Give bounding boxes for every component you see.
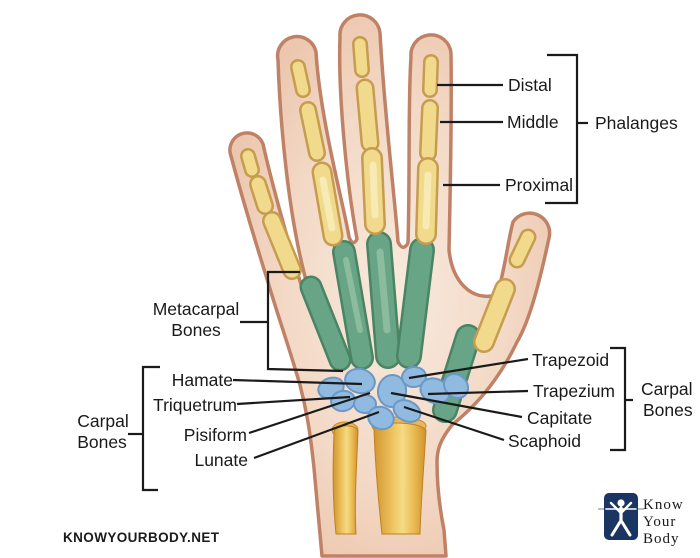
labels: Distal Middle Proximal Phalanges Metacar… — [77, 75, 693, 470]
label-pisiform: Pisiform — [184, 425, 247, 445]
label-triquetrum: Triquetrum — [153, 395, 237, 415]
leader-line-trapezoid — [408, 357, 529, 380]
pinky-middle-phalanx — [251, 177, 272, 213]
metacarpal-pinky — [302, 278, 349, 369]
logo-text-line3: Body — [643, 531, 680, 547]
watermark-text: KNOWYOURBODY.NET — [63, 530, 220, 545]
leader-line-scaphoid — [403, 405, 505, 442]
label-middle: Middle — [507, 112, 559, 132]
logo: Know Your Body — [598, 493, 684, 547]
label-phalanges: Phalanges — [595, 113, 678, 133]
lunate-bone — [367, 405, 395, 431]
leader-line-lunate — [253, 410, 380, 460]
label-carpal-right-line2: Bones — [643, 400, 693, 420]
metacarpal-highlight — [376, 248, 391, 334]
radius-bone — [332, 425, 359, 535]
thumb-proximal-phalanx — [475, 280, 514, 351]
label-metacarpal-line1: Metacarpal — [153, 299, 240, 319]
metacarpal-index — [398, 239, 433, 367]
middle-distal-phalanx — [354, 38, 368, 76]
phalanx-highlight — [319, 176, 336, 232]
bracket-metacarpal — [266, 270, 344, 373]
phalanges-bones-group — [240, 36, 537, 353]
leader-line-trapezium — [427, 389, 529, 396]
human-figure-icon — [605, 499, 637, 537]
label-carpal-left-line2: Bones — [77, 432, 127, 452]
index-middle-phalanx — [421, 101, 437, 160]
hamate-bone — [344, 367, 376, 395]
scaphoid-bone — [392, 399, 422, 423]
label-proximal: Proximal — [505, 175, 573, 195]
label-distal: Distal — [508, 75, 552, 95]
label-trapezium: Trapezium — [533, 381, 615, 401]
bracket-phalanges — [545, 53, 579, 205]
ring-middle-phalanx — [301, 103, 324, 160]
thumb-distal-phalanx — [511, 231, 534, 266]
leader-line-pisiform — [248, 391, 371, 435]
label-carpal-right-line1: Carpal — [641, 379, 693, 399]
phalanx-highlight — [422, 171, 432, 230]
pinky-proximal-phalanx — [264, 213, 300, 278]
label-scaphoid: Scaphoid — [508, 431, 581, 451]
ulna-bone — [373, 422, 427, 535]
logo-text-line1: Know — [643, 497, 684, 513]
leader-line-capitate — [390, 391, 523, 419]
leader-lines — [232, 83, 529, 460]
label-carpal-left-line1: Carpal — [77, 411, 129, 431]
phalanx-highlight — [369, 161, 379, 219]
pinky-distal-phalanx — [242, 150, 258, 176]
label-lunate: Lunate — [194, 450, 248, 470]
bracket-carpal-left — [141, 365, 160, 492]
label-capitate: Capitate — [527, 408, 592, 428]
label-metacarpal-line2: Bones — [171, 320, 221, 340]
middle-middle-phalanx — [358, 81, 377, 150]
ring-distal-phalanx — [292, 61, 309, 96]
trapezium-bone — [419, 377, 451, 405]
index-distal-phalanx — [424, 56, 437, 96]
logo-text-line2: Your — [643, 514, 676, 530]
metacarpal-highlight — [343, 257, 363, 333]
leader-line-triquetrum — [236, 395, 351, 406]
label-hamate: Hamate — [172, 370, 233, 390]
label-trapezoid: Trapezoid — [532, 350, 609, 370]
leader-line-hamate — [232, 378, 363, 386]
capitate-bone — [376, 374, 408, 408]
brackets — [128, 53, 633, 492]
